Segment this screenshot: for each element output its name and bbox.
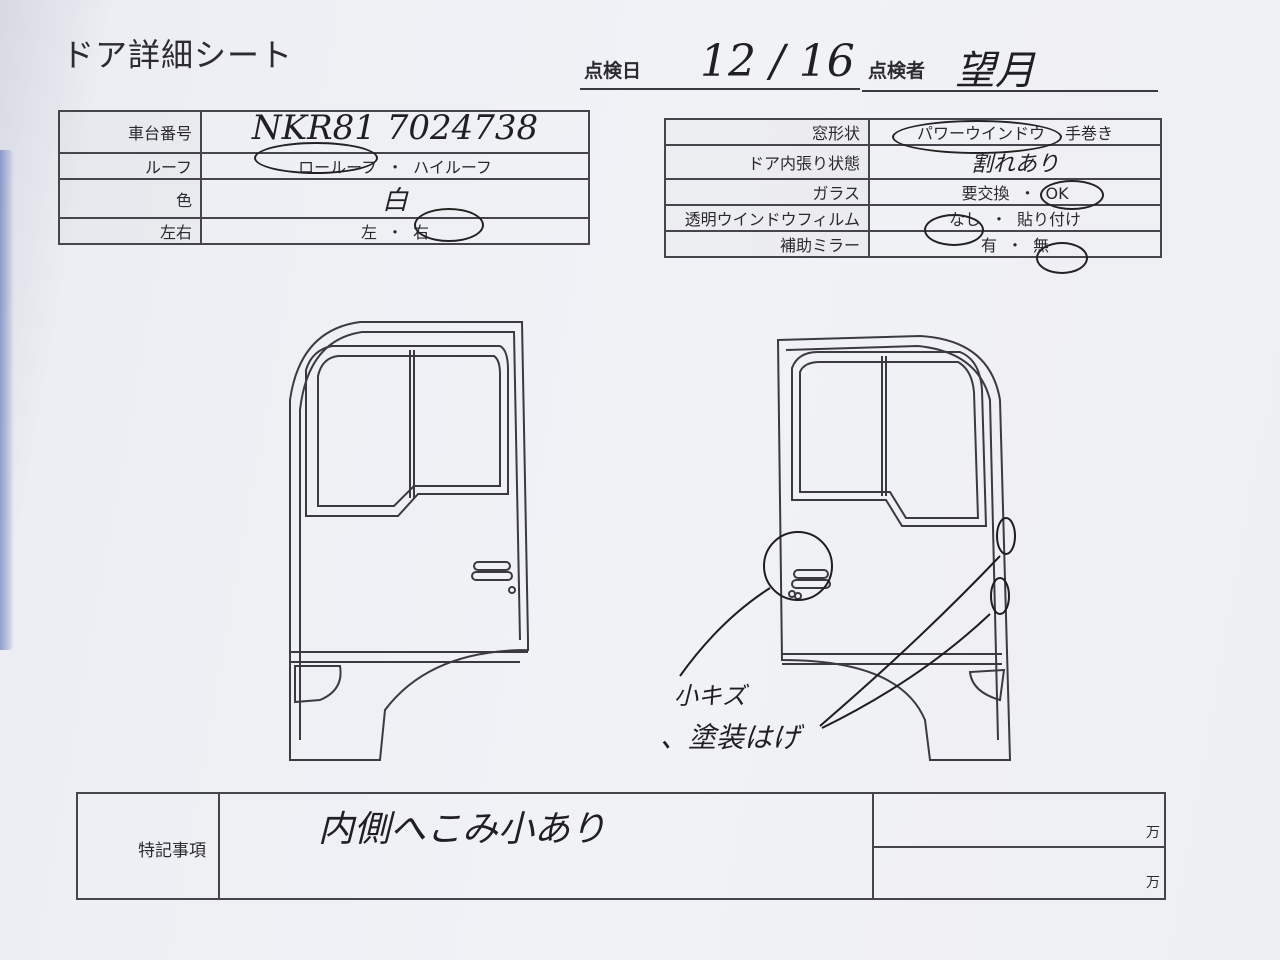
roof-label: ルーフ (58, 152, 202, 180)
glass-option-separator: ・ (1019, 184, 1036, 203)
side-selection-circle (414, 208, 484, 242)
date-underline (580, 88, 860, 90)
notes-box: 特記事項 内側へこみ小あり 万 万 (76, 792, 1166, 900)
aux-mirror-options: 有・無 (868, 230, 1162, 258)
color-label: 色 (58, 178, 202, 219)
chassis-number-cell: NKR81 7024738 (200, 108, 590, 154)
mirror-option-separator: ・ (1006, 236, 1023, 255)
unit-label-1: 万 (1146, 825, 1160, 841)
table-row: 車台番号 NKR81 7024738 (58, 108, 590, 154)
window-option-manual: 手巻き (1065, 124, 1114, 143)
table-row: 補助ミラー 有・無 (664, 230, 1162, 258)
inspector-label: 点検者 (868, 60, 926, 82)
table-row: ドア内張り状態 割れあり (664, 144, 1162, 180)
notes-right-hline (872, 846, 1164, 848)
window-type-label: 窓形状 (664, 118, 870, 146)
side-options: 左・右 (200, 217, 590, 245)
sheet-title: ドア詳細シート (62, 36, 294, 74)
window-type-selection-circle (892, 120, 1062, 154)
notes-value: 内側へこみ小あり (318, 809, 607, 850)
glass-label: ガラス (664, 178, 870, 206)
side-option-left: 左 (360, 223, 377, 242)
trim-condition-label: ドア内張り状態 (664, 144, 870, 180)
film-selection-circle (924, 214, 984, 246)
roof-option-separator: ・ (387, 158, 404, 177)
notes-label: 特記事項 (138, 841, 206, 861)
table-row: 左右 左・右 (58, 217, 590, 245)
color-value: 白 (381, 186, 408, 216)
side-label: 左右 (58, 217, 202, 245)
paint-peel-annotation: 、塗装はげ (660, 721, 801, 754)
chassis-number-label: 車台番号 (58, 110, 202, 154)
chassis-number-value: NKR81 7024738 (251, 108, 539, 148)
unit-label-2: 万 (1146, 875, 1160, 891)
inspection-date-label: 点検日 (584, 60, 642, 82)
color-cell: 白 (200, 178, 590, 219)
side-option-separator: ・ (386, 223, 403, 242)
mirror-selection-circle (1036, 242, 1088, 274)
scratch-annotation: 小キズ (674, 682, 746, 710)
trim-condition-value: 割れあり (970, 152, 1059, 177)
mirror-option-yes: 有 (980, 236, 997, 255)
film-option-applied: 貼り付け (1017, 210, 1082, 229)
inspection-date-value: 12 / 16 (700, 36, 855, 87)
notes-divider (218, 794, 220, 898)
inspector-value: 望月 (955, 48, 1035, 94)
left-door-outline (289, 321, 529, 761)
inspector-underline (862, 90, 1158, 92)
aux-mirror-label: 補助ミラー (664, 230, 870, 258)
table-row: 色 白 (58, 178, 590, 219)
window-film-label: 透明ウインドウフィルム (664, 204, 870, 232)
right-door-outline (776, 334, 1012, 761)
binder-edge (0, 150, 14, 650)
roof-selection-circle (254, 142, 378, 174)
damage-markings (679, 517, 1016, 729)
roof-option-high: ハイルーフ (413, 158, 492, 177)
film-option-separator: ・ (990, 210, 1007, 229)
glass-selection-circle (1040, 180, 1104, 210)
glass-option-replace: 要交換 (961, 184, 1010, 203)
